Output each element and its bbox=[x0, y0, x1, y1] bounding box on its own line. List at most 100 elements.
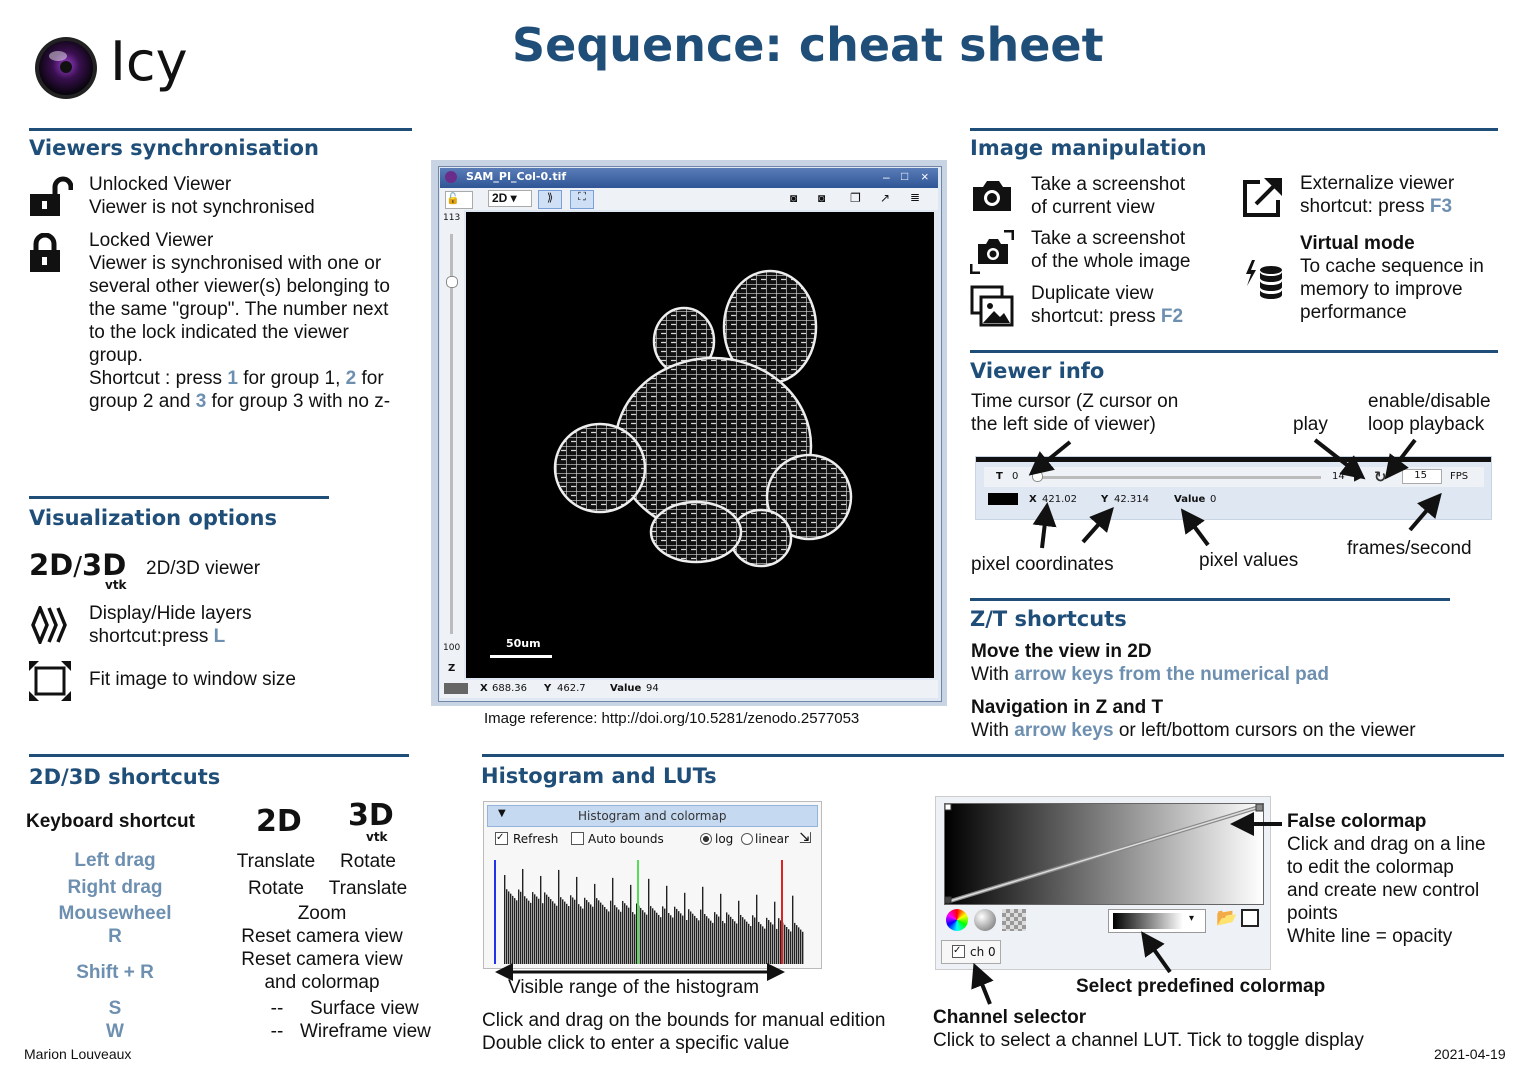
control-point[interactable] bbox=[944, 896, 952, 904]
histogram-bar bbox=[706, 916, 708, 964]
action-both: and colormap bbox=[264, 972, 380, 993]
histogram-bar bbox=[784, 924, 786, 964]
histogram-bar bbox=[702, 886, 704, 964]
minimize-icon[interactable]: – bbox=[883, 170, 890, 184]
section-rule bbox=[29, 128, 412, 131]
histogram-bar bbox=[768, 920, 770, 964]
chevron-down-icon: ▾ bbox=[1189, 913, 1195, 924]
fit-window-button-icon[interactable]: ⛶ bbox=[570, 190, 594, 209]
image-canvas[interactable]: 50um bbox=[466, 212, 934, 678]
screenshot-whole-icon[interactable]: ◙ bbox=[818, 191, 826, 205]
2d-3d-icon: 2D/3D bbox=[29, 548, 127, 582]
loop-icon[interactable]: ↻ bbox=[1374, 468, 1387, 486]
author: Marion Louveaux bbox=[24, 1046, 132, 1062]
key-shift-r: Shift + R bbox=[76, 962, 154, 983]
histogram-bar bbox=[592, 906, 594, 964]
color-wheel-icon[interactable] bbox=[946, 909, 968, 931]
histogram-bar bbox=[516, 900, 518, 964]
control-point[interactable] bbox=[944, 803, 952, 811]
opacity-line[interactable] bbox=[944, 803, 1264, 904]
externalize-viewer-icon bbox=[1242, 176, 1284, 223]
viewer-2d3d-label: 2D/3D viewer bbox=[146, 558, 261, 579]
histogram-bar bbox=[670, 915, 672, 964]
histogram-panel-header[interactable]: ▼ Histogram and colormap bbox=[487, 805, 818, 827]
mode-select[interactable]: 2D ▾ bbox=[488, 190, 532, 207]
move-2d-desc: With arrow keys from the numerical pad bbox=[971, 664, 1329, 685]
colormap-gradient[interactable] bbox=[944, 803, 1264, 905]
meristem-image bbox=[490, 269, 853, 658]
screenshot-icon[interactable]: ◙ bbox=[790, 191, 798, 205]
histogram-bar bbox=[640, 907, 642, 964]
open-folder-icon[interactable]: 📂 bbox=[1216, 908, 1238, 928]
histogram-bar bbox=[578, 904, 580, 964]
histogram-bar bbox=[522, 868, 524, 964]
histogram-bar bbox=[736, 923, 738, 964]
histogram-bar bbox=[614, 905, 616, 964]
layers-toggle-icon[interactable]: ⟫ bbox=[538, 190, 562, 209]
histogram-bar bbox=[538, 898, 540, 964]
log-radio[interactable] bbox=[700, 833, 712, 845]
color-swatch bbox=[444, 683, 468, 694]
histogram-bar bbox=[682, 915, 684, 964]
channel-selector-title: Channel selector bbox=[933, 1007, 1087, 1028]
slider-thumb[interactable] bbox=[446, 276, 458, 288]
time-bar-border bbox=[976, 457, 1491, 462]
histogram-bar bbox=[694, 915, 696, 964]
histogram-bar bbox=[790, 931, 792, 964]
histogram-bar bbox=[556, 905, 558, 964]
histogram-bar bbox=[730, 916, 732, 964]
status-y-label: Y bbox=[544, 683, 552, 694]
t-slider-track[interactable] bbox=[1036, 476, 1321, 479]
auto-bounds-checkbox[interactable] bbox=[571, 832, 584, 845]
histogram-bar bbox=[648, 878, 650, 964]
histogram-bar bbox=[618, 909, 620, 964]
histogram-instr: Double click to enter a specific value bbox=[482, 1033, 790, 1054]
duplicate-icon[interactable]: ❐ bbox=[850, 191, 861, 205]
histogram-bar bbox=[686, 920, 688, 964]
histogram-bar bbox=[608, 911, 610, 964]
app-icon bbox=[445, 171, 457, 183]
virtual-mode-icon[interactable]: ≣ bbox=[910, 190, 921, 204]
histogram-bar bbox=[594, 883, 596, 964]
key-mousewheel: Mousewheel bbox=[58, 903, 172, 924]
export-icon[interactable]: ⇲ bbox=[799, 829, 812, 847]
locked-line: group. bbox=[89, 345, 143, 366]
save-icon[interactable] bbox=[1241, 909, 1259, 927]
histogram-bar bbox=[576, 876, 578, 964]
linear-radio[interactable] bbox=[741, 833, 753, 845]
histogram-bar bbox=[540, 875, 542, 964]
info-value-label: Value bbox=[1174, 494, 1206, 505]
locked-line: the same "group". The number next bbox=[89, 299, 389, 320]
fit-window-label: Fit image to window size bbox=[89, 669, 296, 690]
histogram-bar bbox=[542, 903, 544, 964]
z-slider[interactable]: 113 100 Z bbox=[440, 210, 464, 680]
zt-heading: Z/T shortcuts bbox=[970, 607, 1127, 631]
gray-sphere-icon[interactable] bbox=[974, 909, 996, 931]
externalize-icon[interactable]: ↗ bbox=[880, 191, 891, 205]
histogram-bar bbox=[776, 928, 778, 964]
histogram-bar bbox=[688, 909, 690, 964]
histogram-heading: Histogram and LUTs bbox=[481, 764, 717, 788]
histogram-bar bbox=[692, 913, 694, 964]
viewer-lock-icon[interactable]: 🔓 bbox=[445, 191, 473, 209]
histogram-bar bbox=[676, 908, 678, 964]
colormap-panel: ▾ 📂 ✓ ch 0 bbox=[935, 796, 1271, 970]
loop-line: enable/disable bbox=[1368, 391, 1491, 412]
key-1: 1 bbox=[227, 368, 238, 389]
locked-line: Viewer is synchronised with one or bbox=[89, 253, 382, 274]
histogram-bar bbox=[586, 900, 588, 964]
colormap-select[interactable]: ▾ bbox=[1108, 909, 1206, 933]
collapse-icon[interactable]: ▼ bbox=[498, 808, 506, 819]
histogram-bar bbox=[524, 896, 526, 964]
refresh-checkbox[interactable]: ✓ bbox=[495, 832, 508, 845]
channel-tab[interactable]: ✓ ch 0 bbox=[941, 940, 1001, 964]
checker-icon[interactable] bbox=[1002, 909, 1026, 931]
externalize-label: Externalize viewer bbox=[1300, 173, 1455, 194]
maximize-icon[interactable]: □ bbox=[901, 169, 909, 183]
window-titlebar[interactable]: SAM_PI_Col-0.tif – □ × bbox=[440, 168, 938, 188]
histogram-chart[interactable] bbox=[492, 856, 814, 964]
channel-checkbox[interactable]: ✓ bbox=[952, 945, 965, 958]
close-icon[interactable]: × bbox=[921, 169, 929, 184]
key-w: W bbox=[106, 1021, 124, 1042]
colormap-arrows bbox=[971, 812, 1282, 1005]
